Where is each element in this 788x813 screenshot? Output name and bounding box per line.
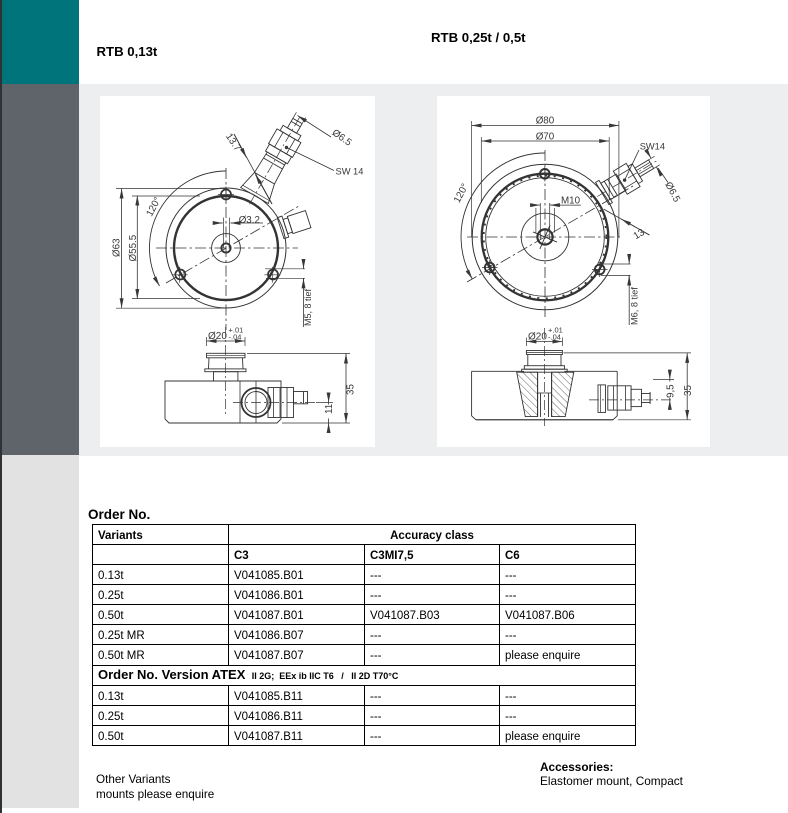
svg-text:13: 13: [632, 227, 647, 242]
svg-text:-.04: -.04: [548, 333, 561, 342]
svg-text:35: 35: [683, 385, 694, 396]
svg-text:Ø6.5: Ø6.5: [330, 127, 354, 149]
svg-text:Ø80: Ø80: [536, 116, 555, 127]
svg-text:Ø6.5: Ø6.5: [662, 180, 682, 204]
svg-text:M10: M10: [561, 196, 581, 207]
svg-text:M5, 8 tief: M5, 8 tief: [303, 288, 313, 326]
svg-text:M6, 8 tief: M6, 8 tief: [630, 287, 640, 325]
svg-text:+.01: +.01: [229, 326, 244, 335]
svg-text:SW14: SW14: [640, 142, 665, 152]
svg-text:Ø55.5: Ø55.5: [128, 234, 139, 261]
svg-text:Ø3.2: Ø3.2: [239, 215, 260, 226]
svg-text:9,5: 9,5: [666, 384, 677, 398]
svg-text:Ø70: Ø70: [536, 132, 555, 143]
svg-text:13.7: 13.7: [223, 132, 243, 154]
svg-text:120°: 120°: [452, 182, 471, 205]
svg-text:11: 11: [324, 404, 335, 414]
svg-text:Ø63: Ø63: [111, 238, 122, 257]
svg-text:Ø20: Ø20: [528, 331, 547, 342]
svg-text:-.04: -.04: [229, 333, 242, 342]
svg-text:SW 14: SW 14: [336, 167, 364, 177]
svg-text:35: 35: [346, 384, 357, 395]
svg-text:Ø20: Ø20: [208, 331, 227, 342]
svg-text:120°: 120°: [144, 195, 163, 218]
svg-text:+.01: +.01: [548, 326, 563, 335]
